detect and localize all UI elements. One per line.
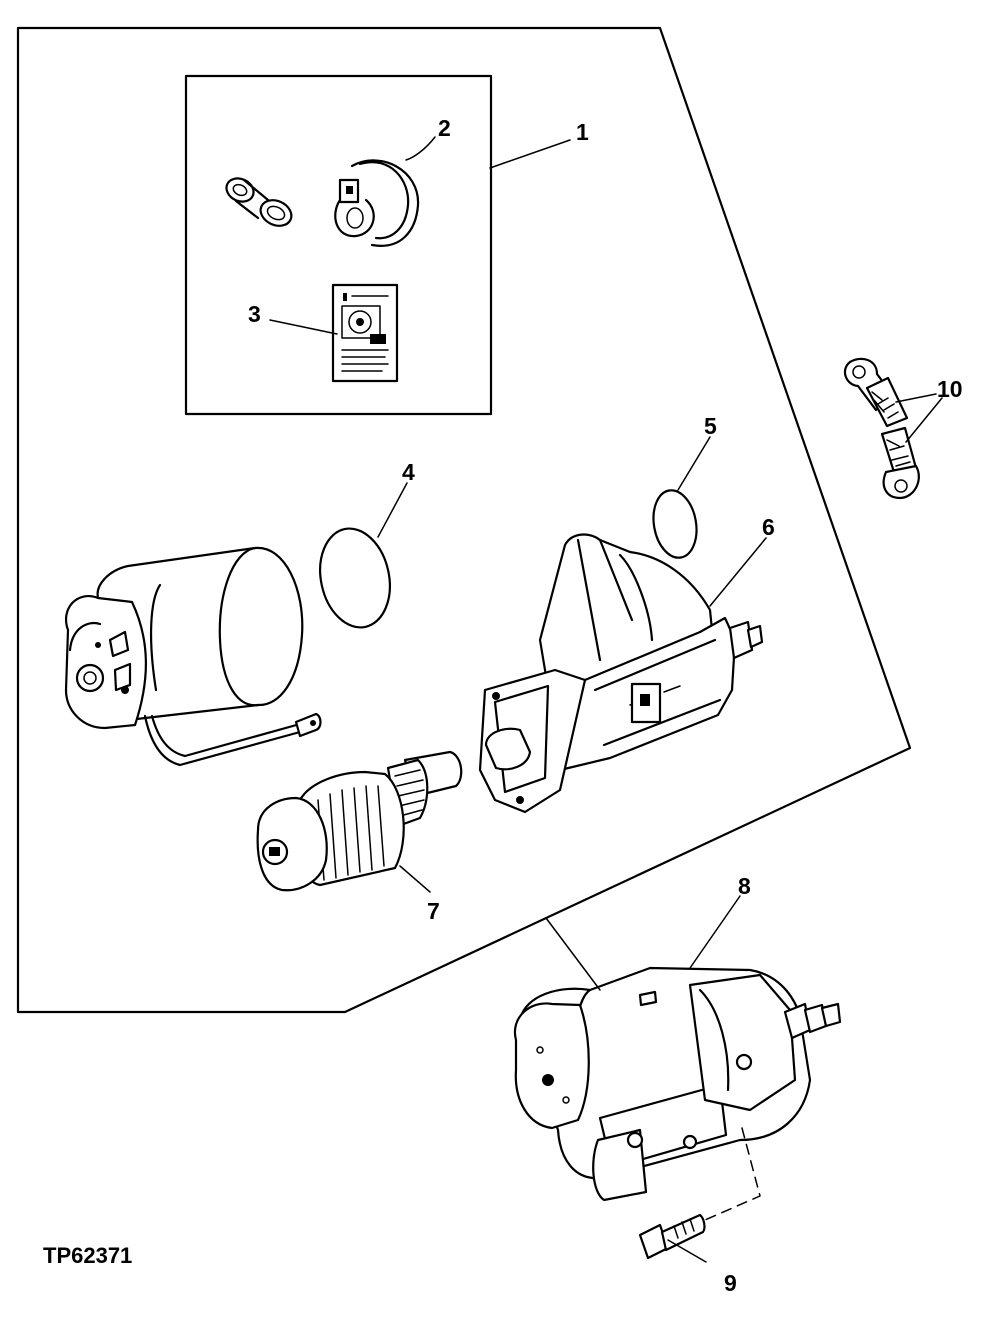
brush-spring-icon xyxy=(334,159,420,247)
cap-screw-icon xyxy=(638,1213,706,1260)
field-housing-icon xyxy=(64,546,322,767)
callout-2: 2 xyxy=(438,115,451,141)
o-ring-large-icon xyxy=(319,527,391,629)
starter-assembly-icon xyxy=(513,966,842,1202)
drive-housing-solenoid-icon xyxy=(478,533,764,814)
kit-outline xyxy=(16,26,912,1014)
callout-6: 6 xyxy=(762,514,775,540)
assembly-dashed-line xyxy=(704,1127,761,1221)
callout-5: 5 xyxy=(704,413,717,439)
figure-id: TP62371 xyxy=(43,1243,132,1268)
callout-3: 3 xyxy=(248,301,261,327)
callout-1: 1 xyxy=(576,119,589,145)
callout-8: 8 xyxy=(738,873,751,899)
bushings-icon xyxy=(225,177,293,227)
battery-cable-icon xyxy=(843,357,920,500)
callout-4: 4 xyxy=(402,459,415,485)
callout-10: 10 xyxy=(937,376,963,402)
callout-7: 7 xyxy=(427,898,440,924)
leader-lines xyxy=(269,136,943,1263)
callout-9: 9 xyxy=(724,1270,737,1296)
drive-pinion-icon xyxy=(256,750,463,892)
instruction-sheet-icon xyxy=(331,283,399,383)
o-ring-small-icon xyxy=(652,489,698,559)
repair-kit-box xyxy=(184,74,493,416)
